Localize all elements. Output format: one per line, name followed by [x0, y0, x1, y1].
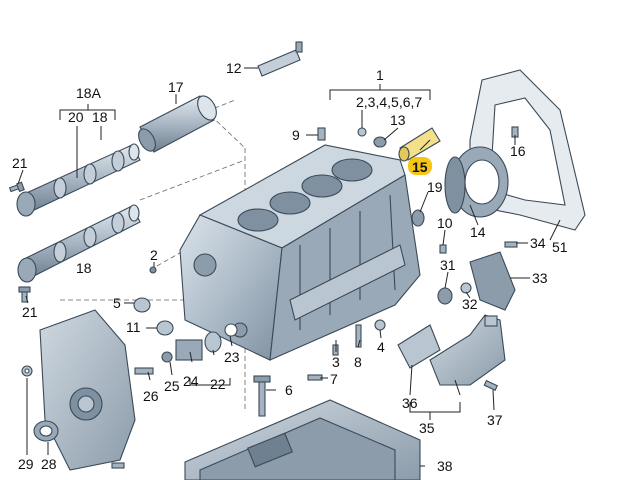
label-38: 38 — [437, 458, 453, 474]
label-12: 12 — [226, 60, 242, 76]
label-22: 22 — [210, 376, 226, 392]
label-26: 26 — [143, 388, 159, 404]
seal-28 — [33, 420, 59, 442]
label-25: 25 — [164, 378, 180, 394]
label-4: 4 — [377, 339, 385, 355]
label-18A: 18A — [76, 85, 102, 101]
label-19: 19 — [427, 179, 443, 195]
label-35: 35 — [419, 420, 435, 436]
hydraulic-tensioner-17 — [138, 95, 217, 153]
label-28: 28 — [41, 456, 57, 472]
label-6: 6 — [285, 382, 293, 398]
label-21-lower: 21 — [22, 304, 38, 320]
label-20: 20 — [68, 109, 84, 125]
bolt-21-upper — [8, 181, 25, 193]
label-31: 31 — [440, 257, 456, 273]
label-5: 5 — [113, 295, 121, 311]
label-18-bottom: 18 — [76, 260, 92, 276]
highlighted-part-15 — [398, 127, 441, 162]
label-10: 10 — [437, 215, 453, 231]
label-17: 17 — [168, 79, 184, 95]
label-1: 1 — [376, 67, 384, 83]
label-2: 2 — [150, 247, 158, 263]
label-16: 16 — [510, 143, 526, 159]
part-33 — [469, 251, 516, 311]
part-labels: 1 2,3,4,5,6,7 12 17 18A 20 18 9 13 15 16… — [12, 60, 568, 474]
label-29: 29 — [18, 456, 34, 472]
timing-cover — [39, 309, 136, 471]
engine-block — [179, 144, 421, 361]
label-3: 3 — [332, 354, 340, 370]
bolt-bottom-left — [111, 462, 125, 469]
label-7: 7 — [330, 371, 338, 387]
washer-29 — [21, 365, 33, 377]
label-24: 24 — [183, 373, 199, 389]
label-1-sub: 2,3,4,5,6,7 — [356, 94, 422, 110]
label-8: 8 — [354, 354, 362, 370]
label-23: 23 — [224, 349, 240, 365]
seal-flange-14 — [444, 146, 509, 218]
small-parts — [133, 126, 519, 417]
label-15: 15 — [412, 159, 428, 175]
part-12 — [257, 41, 303, 77]
oil-pan-38 — [184, 399, 421, 480]
label-37: 37 — [487, 412, 503, 428]
label-18-top: 18 — [92, 109, 108, 125]
label-14: 14 — [470, 224, 486, 240]
label-51: 51 — [552, 239, 568, 255]
label-9: 9 — [292, 127, 300, 143]
camshaft-lower — [17, 204, 141, 283]
gasket-36 — [397, 324, 441, 369]
leader-lines — [17, 67, 561, 467]
camshaft-upper — [16, 143, 141, 217]
label-21-upper: 21 — [12, 155, 28, 171]
label-13: 13 — [390, 112, 406, 128]
label-34: 34 — [530, 235, 546, 251]
label-32: 32 — [462, 296, 478, 312]
label-11: 11 — [126, 319, 141, 335]
highlight-marker-15 — [408, 157, 432, 175]
label-33: 33 — [532, 270, 548, 286]
bolt-21-lower — [18, 286, 31, 303]
label-36: 36 — [402, 395, 418, 411]
part-35-housing — [429, 314, 506, 386]
